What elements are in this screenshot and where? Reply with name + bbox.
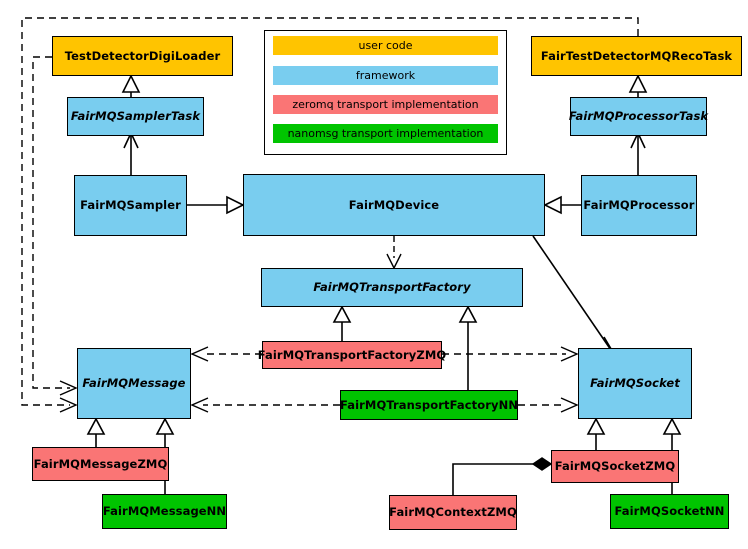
legend-item-zeromq: zeromq transport implementation [273, 95, 498, 114]
edge-transportfactorynn-to-socket [518, 397, 579, 413]
class-box-fair-mq-socket-zmq[interactable]: FairMQSocketZMQ [551, 450, 679, 483]
class-box-test-detector-digi-loader[interactable]: TestDetectorDigiLoader [52, 36, 233, 76]
class-label-fair-mq-sampler: FairMQSampler [80, 198, 181, 213]
class-box-fair-mq-processor-task[interactable]: FairMQProcessorTask [568, 97, 709, 136]
edge-transportfactoryzmq-to-message [190, 346, 262, 362]
legend-label-framework: framework [355, 69, 416, 82]
class-box-fair-test-detector-mq-reco-task[interactable]: FairTestDetectorMQRecoTask [531, 36, 742, 76]
class-box-fair-mq-processor[interactable]: FairMQProcessor [581, 175, 697, 236]
class-label-fair-mq-transport-factory: FairMQTransportFactory [313, 280, 471, 295]
class-label-fair-mq-processor-task: FairMQProcessorTask [568, 109, 709, 124]
edge-processortask-to-recotask [628, 74, 648, 97]
edge-socketzmq-to-contextzmq [452, 457, 553, 495]
class-box-fair-mq-message-zmq[interactable]: FairMQMessageZMQ [32, 447, 169, 481]
class-label-fair-mq-message-nn: FairMQMessageNN [102, 504, 227, 519]
class-box-fair-mq-device[interactable]: FairMQDevice [243, 174, 545, 236]
legend-item-framework: framework [273, 66, 498, 85]
edge-processor-to-processortask [630, 131, 646, 175]
edge-messagezmq-to-message [86, 417, 106, 447]
legend-label-nanomsg: nanomsg transport implementation [287, 127, 484, 140]
class-label-fair-mq-context-zmq: FairMQContextZMQ [389, 505, 517, 520]
class-label-fair-mq-socket-nn: FairMQSocketNN [614, 504, 725, 519]
class-box-fair-mq-sampler[interactable]: FairMQSampler [74, 175, 187, 236]
class-label-fair-mq-transport-factory-zmq: FairMQTransportFactoryZMQ [257, 347, 447, 362]
class-label-fair-mq-message: FairMQMessage [82, 376, 186, 391]
edge-samplertask-to-digiloader [121, 74, 141, 97]
class-box-fair-mq-sampler-task[interactable]: FairMQSamplerTask [67, 97, 204, 136]
class-label-fair-mq-transport-factory-nn: FairMQTransportFactoryNN [339, 397, 519, 412]
legend-item-user-code: user code [273, 36, 498, 55]
edge-processor-to-device [543, 195, 581, 215]
class-label-fair-mq-socket: FairMQSocket [590, 376, 680, 391]
edge-device-to-socket [532, 235, 619, 361]
edge-transportfactorynn-to-message [190, 397, 340, 413]
edge-device-to-transportfactory [386, 236, 402, 270]
edge-sampler-to-samplertask [123, 131, 139, 175]
class-box-fair-mq-transport-factory-nn[interactable]: FairMQTransportFactoryNN [340, 390, 518, 420]
class-box-fair-mq-socket[interactable]: FairMQSocket [578, 348, 692, 419]
class-label-fair-test-detector-mq-reco-task: FairTestDetectorMQRecoTask [540, 48, 733, 63]
edge-sampler-to-device [187, 195, 245, 215]
class-label-fair-mq-sampler-task: FairMQSamplerTask [70, 109, 201, 124]
class-box-fair-mq-message-nn[interactable]: FairMQMessageNN [102, 494, 227, 529]
edge-transportfactoryzmq-to-transportfactory [332, 305, 352, 341]
class-label-fair-mq-device: FairMQDevice [348, 197, 440, 212]
legend-label-user-code: user code [358, 39, 413, 52]
class-box-fair-mq-message[interactable]: FairMQMessage [77, 348, 191, 419]
class-box-fair-mq-transport-factory[interactable]: FairMQTransportFactory [261, 268, 523, 307]
class-box-fair-mq-socket-nn[interactable]: FairMQSocketNN [610, 494, 729, 529]
class-box-fair-mq-context-zmq[interactable]: FairMQContextZMQ [389, 495, 517, 530]
legend-label-zeromq: zeromq transport implementation [292, 98, 479, 111]
edge-transportfactorynn-to-transportfactory [458, 305, 478, 390]
edge-transportfactoryzmq-to-socket [442, 346, 579, 362]
class-label-fair-mq-message-zmq: FairMQMessageZMQ [33, 456, 168, 471]
edge-socketzmq-to-socket [586, 417, 606, 450]
legend-item-nanomsg: nanomsg transport implementation [273, 124, 498, 143]
class-label-test-detector-digi-loader: TestDetectorDigiLoader [64, 48, 221, 63]
class-label-fair-mq-socket-zmq: FairMQSocketZMQ [554, 459, 676, 474]
class-box-fair-mq-transport-factory-zmq[interactable]: FairMQTransportFactoryZMQ [258, 341, 446, 369]
class-label-fair-mq-processor: FairMQProcessor [583, 198, 695, 213]
